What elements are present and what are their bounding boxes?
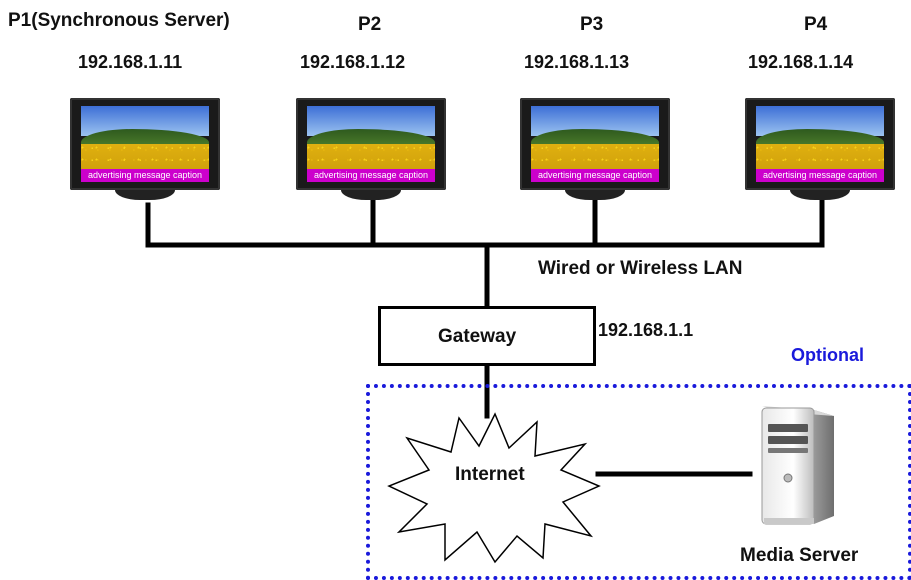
monitor-bezel: advertising message caption [296, 98, 446, 190]
monitor-bezel: advertising message caption [70, 98, 220, 190]
p2-monitor: advertising message caption [296, 98, 446, 208]
p2-ip: 192.168.1.12 [300, 52, 406, 72]
server-power-button [783, 473, 793, 483]
optional-region [366, 384, 911, 580]
monitor-screen: advertising message caption [307, 106, 435, 182]
p3-monitor: advertising message caption [520, 98, 670, 208]
p2-name: P2 [358, 14, 382, 35]
server-base [764, 518, 814, 524]
p1-monitor: advertising message caption [70, 98, 220, 208]
monitor-stand [115, 190, 175, 200]
monitor-bezel: advertising message caption [745, 98, 895, 190]
monitor-screen: advertising message caption [531, 106, 659, 182]
p4-monitor: advertising message caption [745, 98, 895, 208]
server-drive-bay-3 [768, 448, 808, 453]
monitor-stand [565, 190, 625, 200]
ad-caption: advertising message caption [531, 169, 659, 182]
internet-cloud [387, 412, 601, 564]
lan-label: Wired or Wireless LAN [538, 258, 743, 279]
optional-label: Optional [791, 345, 864, 365]
monitor-stand [341, 190, 401, 200]
p1-name: P1(Synchronous Server) [8, 10, 230, 31]
monitor-stand [790, 190, 850, 200]
monitor-screen: advertising message caption [756, 106, 884, 182]
monitor-bezel: advertising message caption [520, 98, 670, 190]
gateway-ip: 192.168.1.1 [598, 320, 694, 340]
internet-label: Internet [455, 464, 525, 485]
p1-ip: 192.168.1.11 [78, 52, 183, 72]
server-side-panel [814, 410, 834, 524]
p3-name: P3 [580, 14, 604, 35]
media-server-label: Media Server [740, 545, 859, 566]
monitor-screen: advertising message caption [81, 106, 209, 182]
ad-caption: advertising message caption [307, 169, 435, 182]
media-server-icon [761, 406, 834, 525]
gateway-box: Gateway [378, 306, 596, 366]
server-drive-bay-1 [768, 424, 808, 432]
p3-ip: 192.168.1.13 [524, 52, 630, 72]
p4-ip: 192.168.1.14 [748, 52, 854, 72]
internet-burst-shape [387, 412, 601, 564]
ad-caption: advertising message caption [81, 169, 209, 182]
p4-name: P4 [804, 14, 828, 35]
gateway-label: Gateway [438, 326, 517, 347]
server-drive-bay-2 [768, 436, 808, 444]
ad-caption: advertising message caption [756, 169, 884, 182]
